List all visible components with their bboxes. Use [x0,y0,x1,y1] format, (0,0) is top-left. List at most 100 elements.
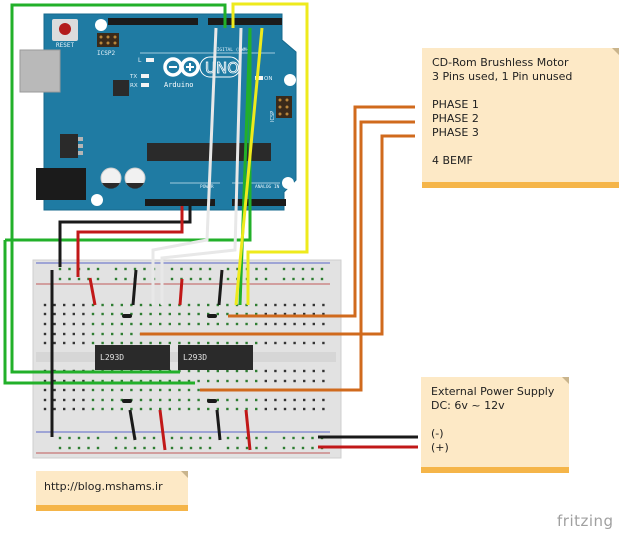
power-note-line [431,413,559,427]
breadboard-hole [197,312,200,316]
breadboard-hole [245,322,248,326]
breadboard-hole [72,341,75,345]
breadboard-hole [120,379,123,383]
breadboard-hole [159,407,162,411]
breadboard-hole [255,446,258,450]
breadboard-hole [282,436,286,440]
breadboard-hole [152,446,156,450]
breadboard-hole [149,322,152,326]
breadboard-hole [236,436,239,440]
breadboard-hole [139,322,143,326]
breadboard-hole [82,388,85,392]
led-rx-label: RX [130,83,138,89]
breadboard-hole [178,379,181,383]
breadboard-hole [189,267,193,271]
breadboard-hole [120,407,123,411]
wire-orange-phase3 [140,134,415,336]
breadboard-hole [178,388,181,392]
wire-green-inner [3,240,195,385]
breadboard-hole [120,322,123,326]
breadboard-hole [303,407,306,411]
breadboard-hole [207,312,210,316]
breadboard-hole [168,398,171,402]
breadboard-hole [322,369,325,373]
led-l-label: L [138,57,142,64]
breadboard-hole [187,322,191,326]
wire-white-2 [160,27,243,305]
breadboard-hole [63,341,66,345]
motor-note-line [432,84,609,98]
jumper-red-3 [158,409,167,451]
breadboard-hole [235,312,239,316]
breadboard-hole [159,398,162,402]
breadboard-hole [68,436,71,440]
breadboard-hole [187,341,191,345]
breadboard-hole [43,312,47,316]
breadboard-hole [226,267,230,271]
breadboard-hole [168,388,171,392]
note-fold-icon [612,48,619,55]
breadboard-hole [283,303,287,307]
breadboard-hole [91,322,95,326]
uno-logo-text: UNO [205,59,239,77]
motor-note-line [432,140,609,154]
breadboard-hole [53,407,56,411]
breadboard-hole [87,267,90,271]
breadboard-hole [216,341,219,345]
breadboard-hole [312,379,315,383]
breadboard-hole [114,277,118,281]
breadboard-hole [111,388,114,392]
breadboard-hole [133,446,137,450]
breadboard-hole [168,322,171,326]
breadboard-hole [53,341,56,345]
breadboard-hole [208,277,212,281]
breadboard-hole [255,277,258,281]
breadboard-hole [63,312,66,316]
breadboard-hole [236,446,239,450]
phase-1-label: PHASE 1 [432,98,479,111]
breadboard-hole [187,369,191,373]
breadboard-hole [178,303,181,307]
breadboard-hole [68,446,71,450]
breadboard-hole [226,277,230,281]
breadboard-hole [152,436,156,440]
breadboard-hole [207,379,210,383]
breadboard-hole [139,388,143,392]
breadboard-hole [283,322,287,326]
breadboard-hole [130,303,133,307]
breadboard-hole [91,388,95,392]
fritzing-watermark: fritzing [557,512,614,530]
breadboard-hole [180,446,183,450]
breadboard-hole [216,407,219,411]
breadboard-hole [111,322,114,326]
breadboard-hole [101,388,104,392]
breadboard-hole [322,379,325,383]
breadboard-hole [82,312,85,316]
breadboard-hole [235,341,239,345]
breadboard-hole [226,303,229,307]
power-note-line: DC: 6v ~ 12v [431,399,505,412]
breadboard-hole [120,312,123,316]
wire-green-top [5,28,252,242]
breadboard-hole [274,407,277,411]
breadboard-hole [322,398,325,402]
breadboard-hole [264,303,267,307]
motor-note-line: 3 Pins used, 1 Pin unused [432,70,573,83]
blog-url-link[interactable]: http://blog.mshams.ir [44,480,163,493]
breadboard-hole [197,407,200,411]
breadboard-hole [216,312,219,316]
breadboard-hole [189,446,193,450]
breadboard-hole [283,407,287,411]
breadboard-hole [143,446,146,450]
breadboard-hole [149,398,152,402]
breadboard-hole [58,446,62,450]
breadboard-hole [91,332,95,336]
breadboard-hole [197,388,200,392]
breadboard-hole [293,369,296,373]
breadboard-hole [130,388,133,392]
breadboard-hole [149,303,152,307]
breadboard-hole [312,369,315,373]
breadboard-hole [168,303,171,307]
note-fold-icon [562,377,569,384]
breadboard-hole [236,267,239,271]
